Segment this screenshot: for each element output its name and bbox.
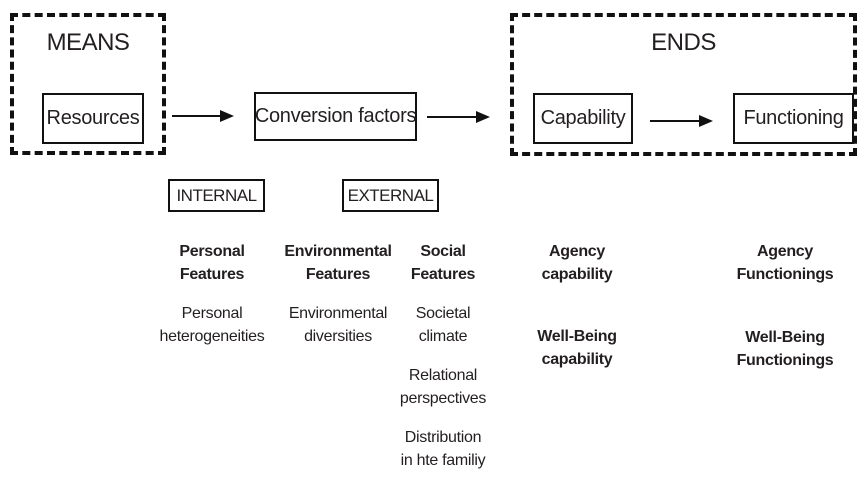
- column-item: Environmental diversities: [288, 305, 388, 345]
- arrow-shaft: [172, 115, 220, 117]
- column-social-factors: Social Features Societal climate Relatio…: [378, 240, 508, 472]
- connector-capability-to-functioning: [650, 114, 713, 128]
- connector-resources-to-conversion-factors: [172, 109, 234, 123]
- means-group-box: MEANS Resources: [10, 13, 166, 155]
- arrow-shaft: [650, 120, 699, 122]
- column-capability-types: Agency capability Well-Being capability: [512, 240, 642, 371]
- functioning-node: Functioning: [733, 93, 854, 144]
- column-item: Well-Being capability: [537, 328, 617, 368]
- arrow-right-icon: [699, 115, 713, 127]
- column-functioning-types: Agency Functionings Well-Being Functioni…: [720, 240, 850, 372]
- ends-group-box: ENDS Capability Functioning: [510, 13, 857, 156]
- column-item: Well-Being Functionings: [736, 329, 834, 369]
- column-header: Personal Features: [179, 243, 245, 283]
- internal-label-box: INTERNAL: [168, 179, 265, 212]
- column-item: Agency capability: [541, 243, 613, 283]
- column-header: Environmental Features: [284, 243, 392, 283]
- column-item: Distribution in hte familiy: [400, 429, 486, 469]
- conversion-factors-node: Conversion factors: [254, 92, 417, 141]
- external-label-box: EXTERNAL: [342, 179, 439, 212]
- arrow-shaft: [427, 116, 476, 118]
- capability-node: Capability: [533, 93, 633, 144]
- column-item: Personal heterogeneities: [159, 305, 265, 345]
- column-item: Relational perspectives: [399, 367, 487, 407]
- column-personal-factors: Personal Features Personal heterogeneiti…: [147, 240, 277, 348]
- arrow-right-icon: [220, 110, 234, 122]
- column-item: Societal climate: [415, 305, 471, 345]
- means-label: MEANS: [46, 29, 130, 56]
- column-header: Social Features: [410, 243, 476, 283]
- arrow-right-icon: [476, 111, 490, 123]
- column-environmental-factors: Environmental Features Environmental div…: [273, 240, 403, 348]
- column-item: Agency Functionings: [736, 243, 834, 283]
- resources-node: Resources: [42, 93, 144, 144]
- connector-conversion-factors-to-capability: [427, 110, 490, 124]
- ends-label: ENDS: [651, 29, 716, 56]
